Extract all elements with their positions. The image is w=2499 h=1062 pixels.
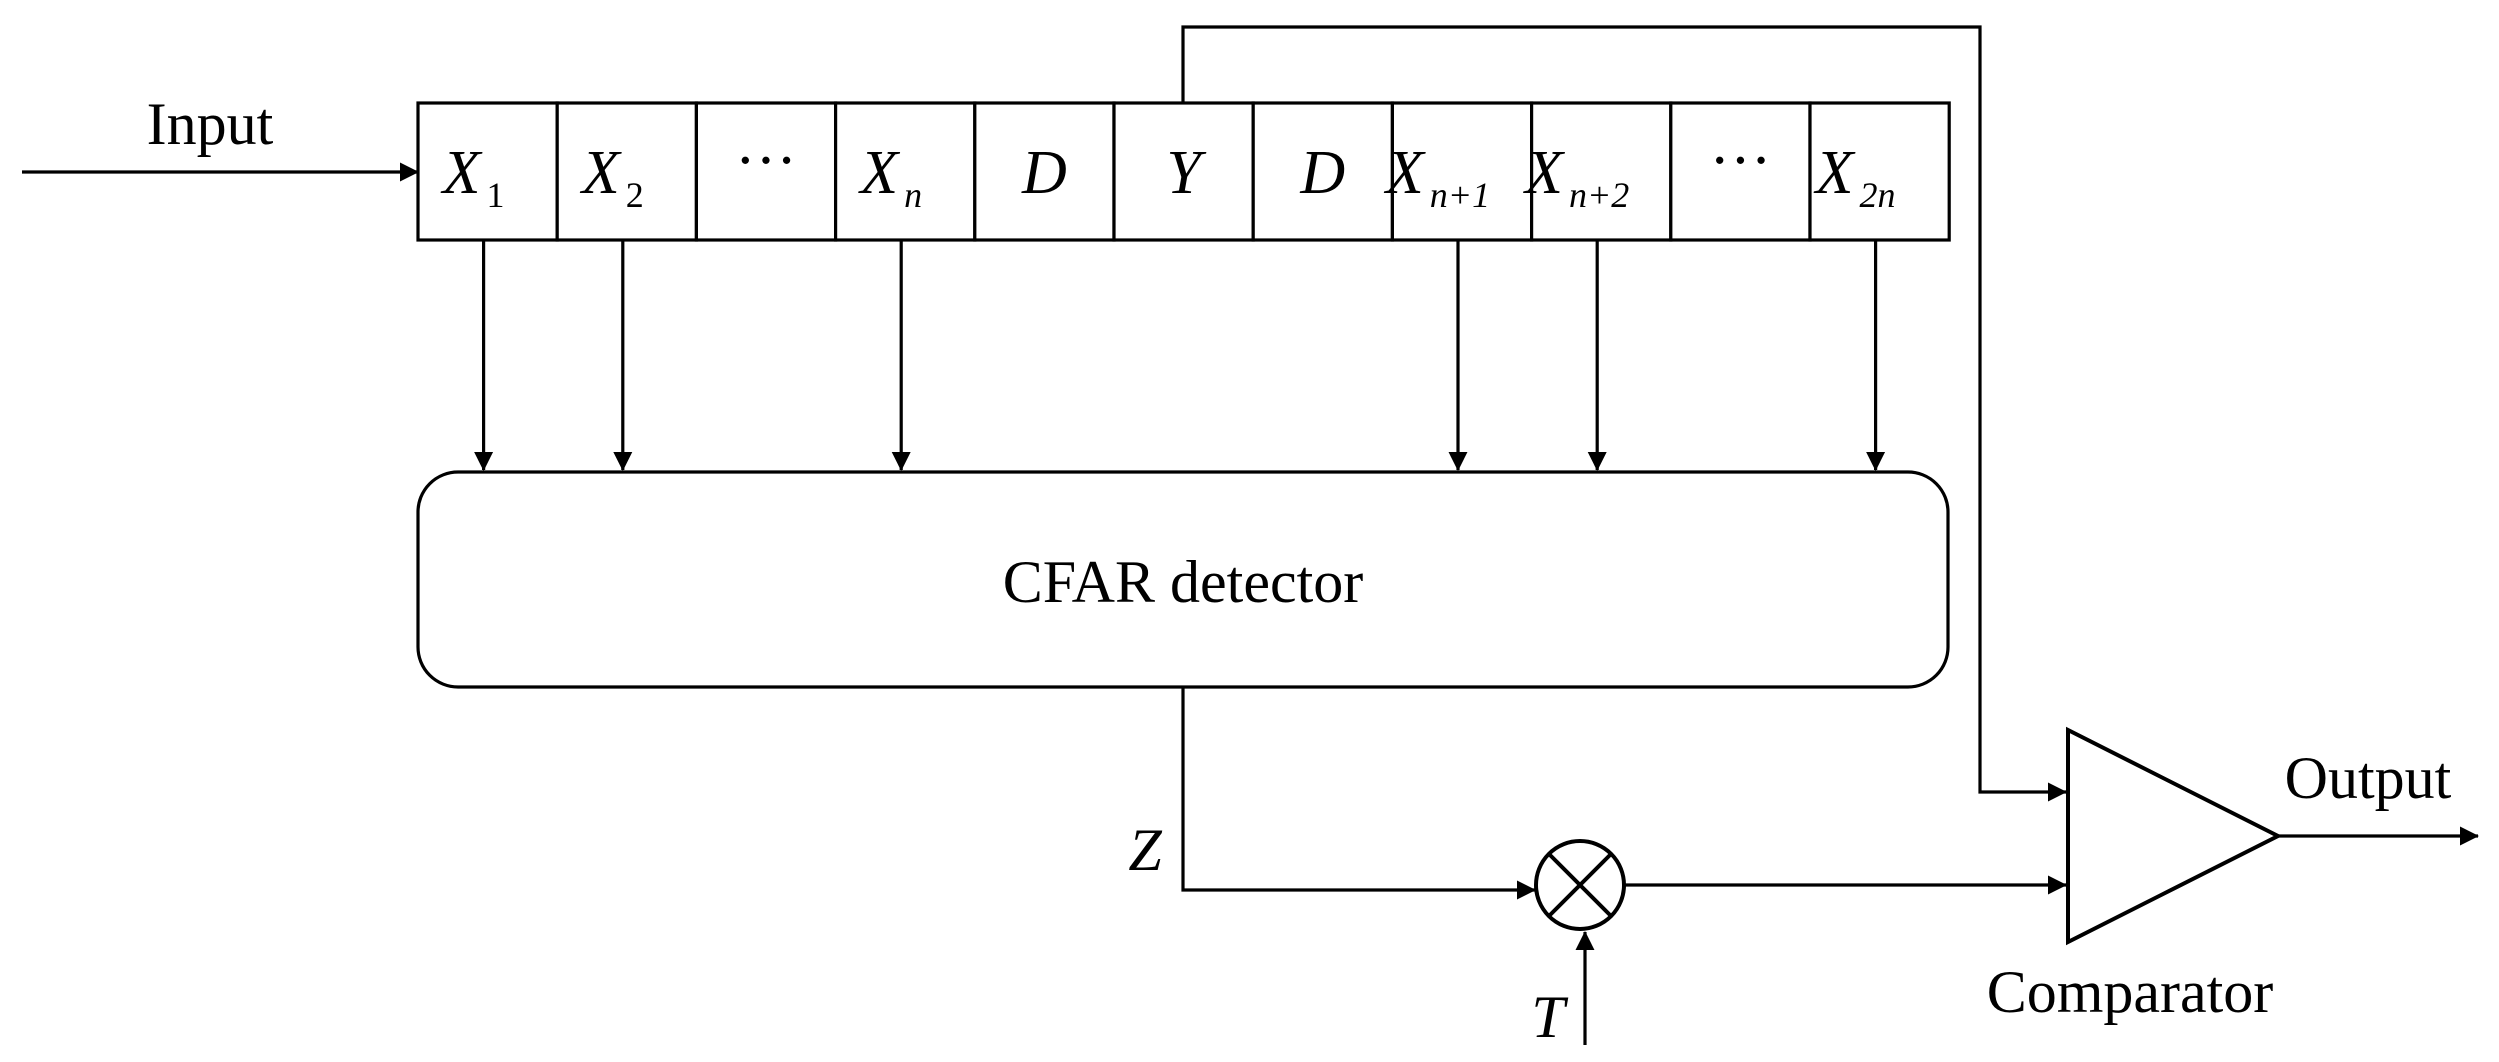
t-label: T — [1531, 984, 1568, 1050]
register-cell-subscript: n+1 — [1430, 175, 1490, 215]
register-cell-10: ··· — [1669, 101, 1812, 242]
register-cell-label: Y — [1166, 139, 1206, 207]
register-cell-7: D — [1251, 101, 1394, 242]
y-to-comparator-wire — [1181, 25, 2067, 802]
register-cell-6: Y — [1112, 101, 1255, 242]
register-cell-label: D — [1299, 139, 1345, 207]
register-cell-subscript: n+2 — [1569, 175, 1629, 215]
comparator-label: Comparator — [1987, 959, 2274, 1025]
register-cell-label: ··· — [735, 127, 797, 195]
cell-tap-arrows — [474, 240, 1886, 471]
register-cell-3: ··· — [694, 101, 838, 242]
output-label: Output — [2285, 745, 2452, 811]
register-cell-subscript: 1 — [487, 175, 505, 215]
register-cell-subscript: 2n — [1860, 175, 1896, 215]
comparator-triangle — [2066, 726, 2283, 946]
register-cell-subscript: 2 — [626, 175, 644, 215]
z-wire — [1181, 687, 1536, 900]
multiplier-icon — [1534, 839, 1626, 931]
z-label: Z — [1128, 817, 1162, 883]
register-cell-label: ··· — [1709, 127, 1771, 195]
register-cell-label: D — [1021, 139, 1067, 207]
input-label: Input — [147, 91, 274, 157]
cfar-detector-label: CFAR detector — [1003, 549, 1364, 615]
register-cell-5: D — [973, 101, 1116, 242]
register-cell-subscript: n — [904, 175, 922, 215]
